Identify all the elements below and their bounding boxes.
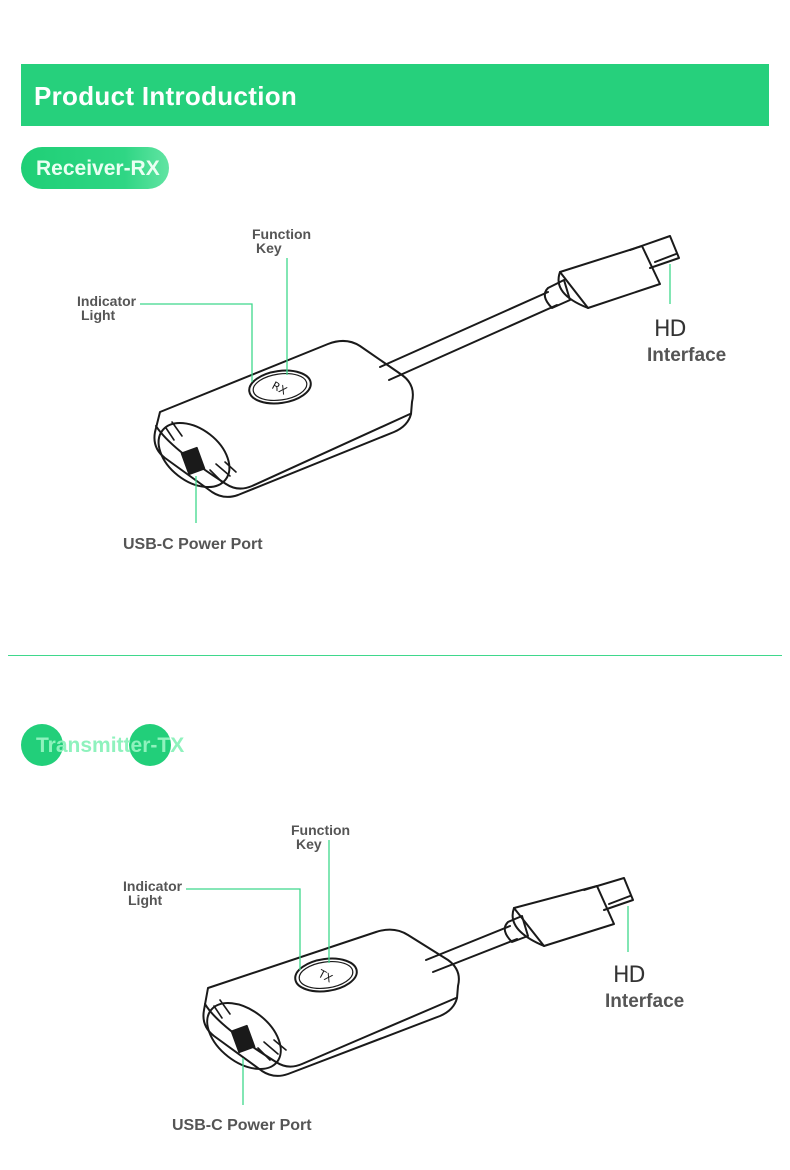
rx-function-key-line1: Function xyxy=(252,226,312,242)
tx-label-blob-right xyxy=(129,724,171,766)
rx-interface-label: Interface xyxy=(647,345,727,366)
page-title: Product Introduction xyxy=(34,81,298,111)
tx-function-key-line1: Function xyxy=(291,822,351,838)
tx-indicator-light-label: Indicator Light xyxy=(123,879,182,907)
receiver-section-text: Receiver-RX xyxy=(36,157,160,180)
rx-indicator-light-line2: Light xyxy=(81,307,116,323)
transmitter-section-label: Transmitter-TX xyxy=(21,724,221,766)
rx-function-key-label: Function Key xyxy=(252,227,311,255)
receiver-diagram: RX Function Key Indicator Light HD Inter… xyxy=(0,200,790,580)
rx-indicator-light-line1: Indicator xyxy=(77,293,137,309)
header-banner: Product Introduction xyxy=(21,64,769,126)
tx-indicator-light-line1: Indicator xyxy=(123,878,183,894)
tx-function-key-line2: Key xyxy=(296,836,322,852)
tx-usb-c-port-label: USB-C Power Port xyxy=(172,1117,312,1134)
tx-interface-label: Interface xyxy=(605,991,685,1012)
rx-function-key-line2: Key xyxy=(256,240,282,256)
transmitter-diagram: TX Function Key Indicator Light HD Inter… xyxy=(0,800,790,1160)
tx-hd-label: HD xyxy=(613,963,646,988)
section-divider xyxy=(8,655,782,656)
rx-indicator-light-label: Indicator Light xyxy=(77,294,136,322)
tx-button-badge: TX xyxy=(315,967,335,986)
tx-label-blob-left xyxy=(21,724,63,766)
transmitter-device-illustration: TX xyxy=(186,840,634,1105)
receiver-section-label: Receiver-RX xyxy=(21,147,169,189)
rx-hd-label: HD xyxy=(654,317,687,342)
tx-function-key-label: Function Key xyxy=(291,823,350,851)
transmitter-section-text: Transmitter-TX xyxy=(36,734,185,757)
tx-indicator-light-line2: Light xyxy=(128,892,163,908)
receiver-device-illustration: RX xyxy=(140,235,680,523)
rx-button-badge: RX xyxy=(270,379,290,398)
rx-usb-c-port-label: USB-C Power Port xyxy=(123,536,263,553)
